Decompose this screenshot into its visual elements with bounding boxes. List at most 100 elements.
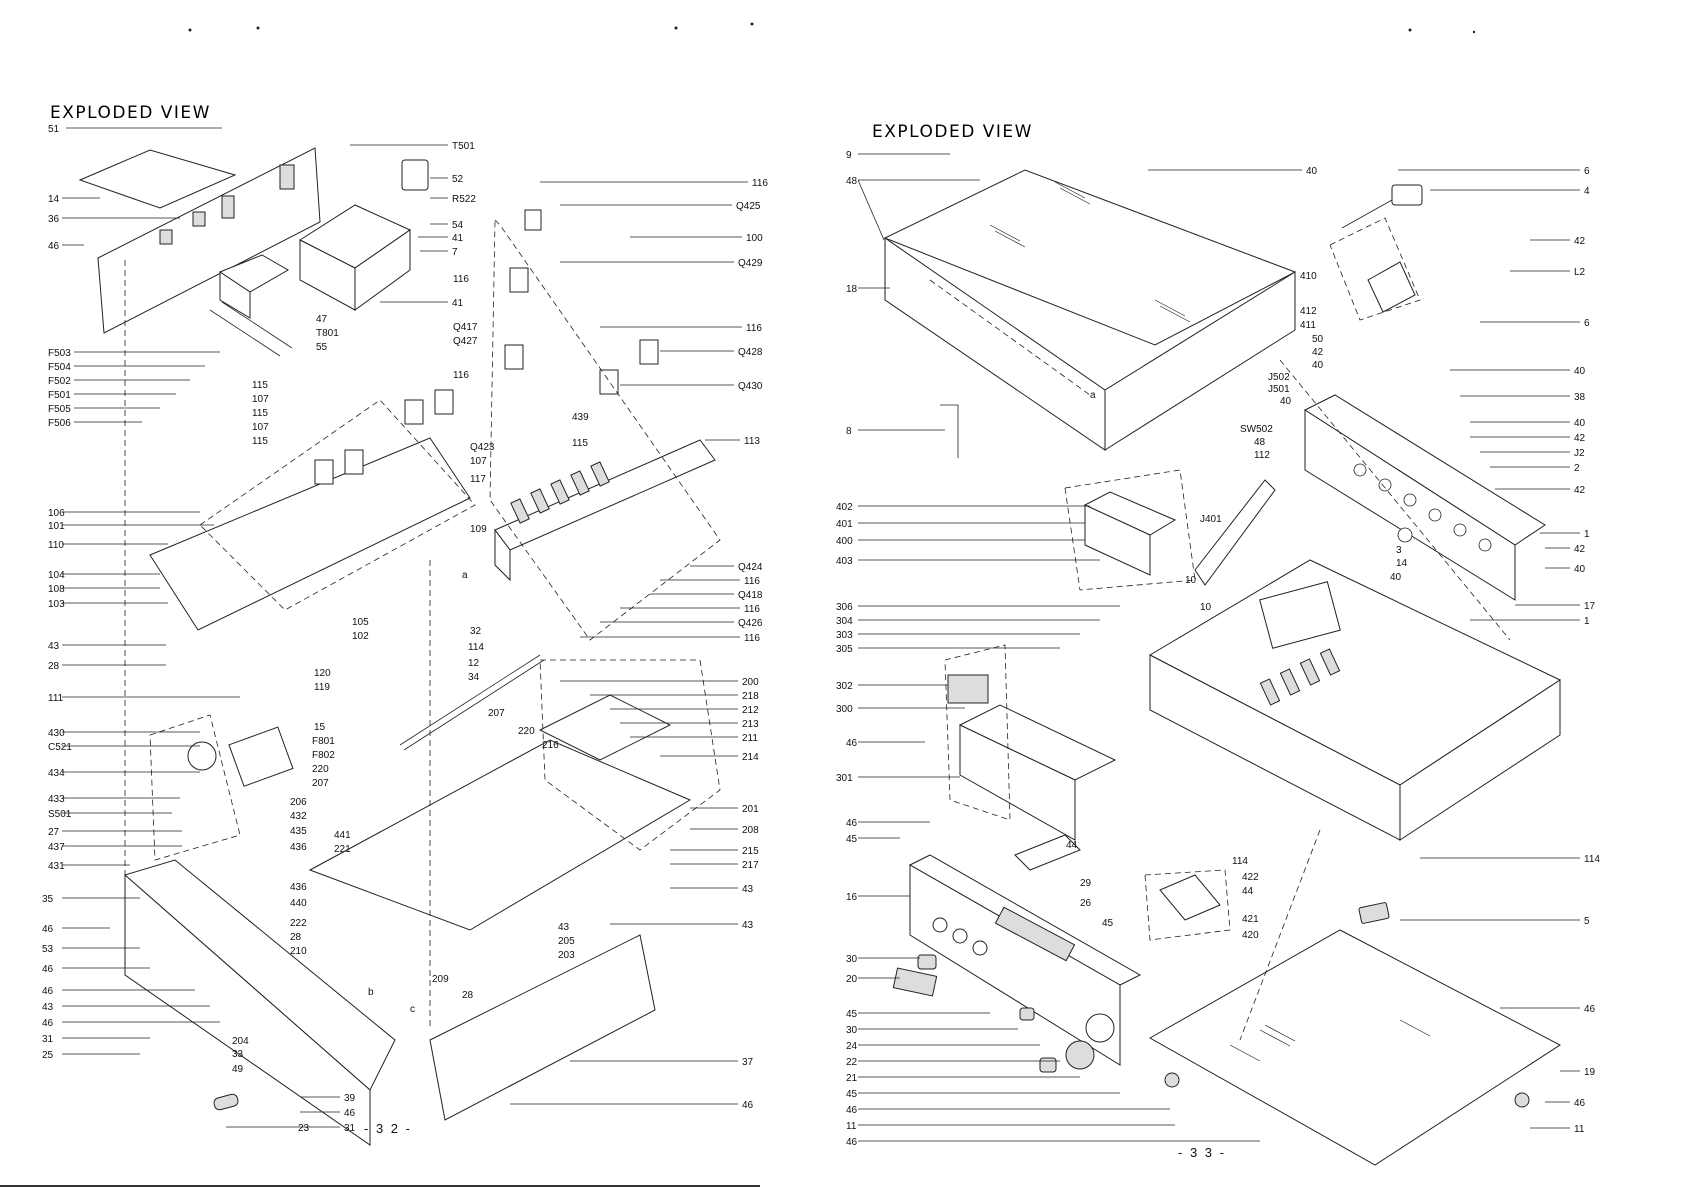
- select-knob: [1039, 1057, 1057, 1073]
- callout: 110: [48, 540, 64, 551]
- callout: 115: [252, 408, 268, 419]
- callout: 401: [836, 519, 853, 530]
- left-drawing: [78, 147, 721, 1146]
- callout: 41: [452, 298, 464, 309]
- callout: 9: [846, 150, 852, 161]
- callout: F501: [48, 390, 71, 401]
- callout: 116: [746, 323, 762, 334]
- callout: 207: [488, 708, 505, 719]
- callout: 20: [846, 974, 858, 985]
- callout: 40: [1306, 166, 1318, 177]
- callout: 102: [352, 631, 369, 642]
- callout: 115: [252, 436, 268, 447]
- callout: 433: [48, 794, 65, 805]
- callout: J401: [1200, 514, 1222, 525]
- callout: 14: [1396, 558, 1408, 569]
- callout: 40: [1280, 396, 1292, 407]
- callout: 43: [48, 641, 60, 652]
- callout: 117: [470, 474, 486, 485]
- callout: 41: [452, 233, 464, 244]
- callout: 304: [836, 616, 853, 627]
- callout: Q428: [738, 347, 763, 358]
- callout: 40: [1312, 360, 1324, 371]
- top-cover: [883, 169, 1297, 451]
- callout: 33: [232, 1049, 244, 1060]
- callout: Q430: [738, 381, 763, 392]
- callout: 221: [334, 844, 351, 855]
- callout: 116: [453, 370, 469, 381]
- callout: 217: [742, 860, 759, 871]
- function-knob: [1019, 1007, 1035, 1021]
- callout: 440: [290, 898, 307, 909]
- main-pcb: [149, 437, 471, 631]
- callout: Q417: [453, 322, 478, 333]
- callout: 53: [42, 944, 54, 955]
- callout: 8: [846, 426, 852, 437]
- callout: 439: [572, 412, 589, 423]
- callout: F506: [48, 418, 71, 429]
- callout: 22: [846, 1057, 858, 1068]
- callout: 410: [1300, 271, 1317, 282]
- callout: 2: [1574, 463, 1580, 474]
- callout: 212: [742, 705, 759, 716]
- callout: 116: [453, 274, 469, 285]
- callout: 46: [42, 986, 54, 997]
- callout: C521: [48, 742, 72, 753]
- callout: 31: [344, 1123, 356, 1134]
- callout: 46: [344, 1108, 356, 1119]
- callout: 203: [558, 950, 575, 961]
- callout: 114: [1584, 854, 1600, 865]
- callout: 421: [1242, 914, 1259, 925]
- bottom-cover: [1148, 929, 1561, 1166]
- callout: 55: [316, 342, 328, 353]
- hex-key: [940, 404, 959, 458]
- callout: 210: [290, 946, 307, 957]
- callout: F503: [48, 348, 71, 359]
- callout: 120: [314, 668, 331, 679]
- callout: Q424: [738, 562, 763, 573]
- callout: 213: [742, 719, 759, 730]
- callout: 28: [462, 990, 474, 1001]
- callout: 222: [290, 918, 307, 929]
- knob: [213, 1093, 239, 1111]
- callout: 301: [836, 773, 853, 784]
- assembly-mark: c: [410, 1004, 415, 1015]
- page-title: EXPLODED VIEW: [50, 103, 211, 123]
- left-leaders: [62, 127, 748, 1128]
- callout: S501: [48, 809, 72, 820]
- foot-block: [1358, 902, 1390, 924]
- callout: 45: [846, 1089, 858, 1100]
- callout: 37: [742, 1057, 754, 1068]
- callout: 15: [314, 722, 326, 733]
- callout: 46: [846, 738, 858, 749]
- callout: 204: [232, 1036, 249, 1047]
- callout: 116: [744, 604, 760, 615]
- page-right: EXPLODED VIEW: [836, 122, 1600, 1166]
- callout: 205: [558, 936, 575, 947]
- callout: Q423: [470, 442, 495, 453]
- callout: 115: [252, 380, 268, 391]
- callout: 6: [1584, 318, 1590, 329]
- heat-sink: [494, 439, 716, 551]
- callout: 4: [1584, 186, 1590, 197]
- callout: 206: [290, 797, 307, 808]
- callout: 40: [1574, 366, 1586, 377]
- callout: 30: [846, 954, 858, 965]
- sub-pcb: [538, 694, 672, 761]
- callout: 436: [290, 882, 307, 893]
- callout: 30: [846, 1025, 858, 1036]
- foot: [1514, 1092, 1530, 1108]
- callout: 42: [1574, 485, 1586, 496]
- callout: L2: [1574, 267, 1586, 278]
- callout: 19: [1584, 1067, 1596, 1078]
- callout: 106: [48, 508, 65, 519]
- callout: 100: [746, 233, 763, 244]
- callout: 36: [48, 214, 60, 225]
- callout: 431: [48, 861, 65, 872]
- callout: 11: [846, 1121, 857, 1132]
- callout: 49: [232, 1064, 244, 1075]
- callout: 21: [846, 1073, 858, 1084]
- callout: F504: [48, 362, 71, 373]
- callout: 422: [1242, 872, 1259, 883]
- callout: 216: [542, 740, 559, 751]
